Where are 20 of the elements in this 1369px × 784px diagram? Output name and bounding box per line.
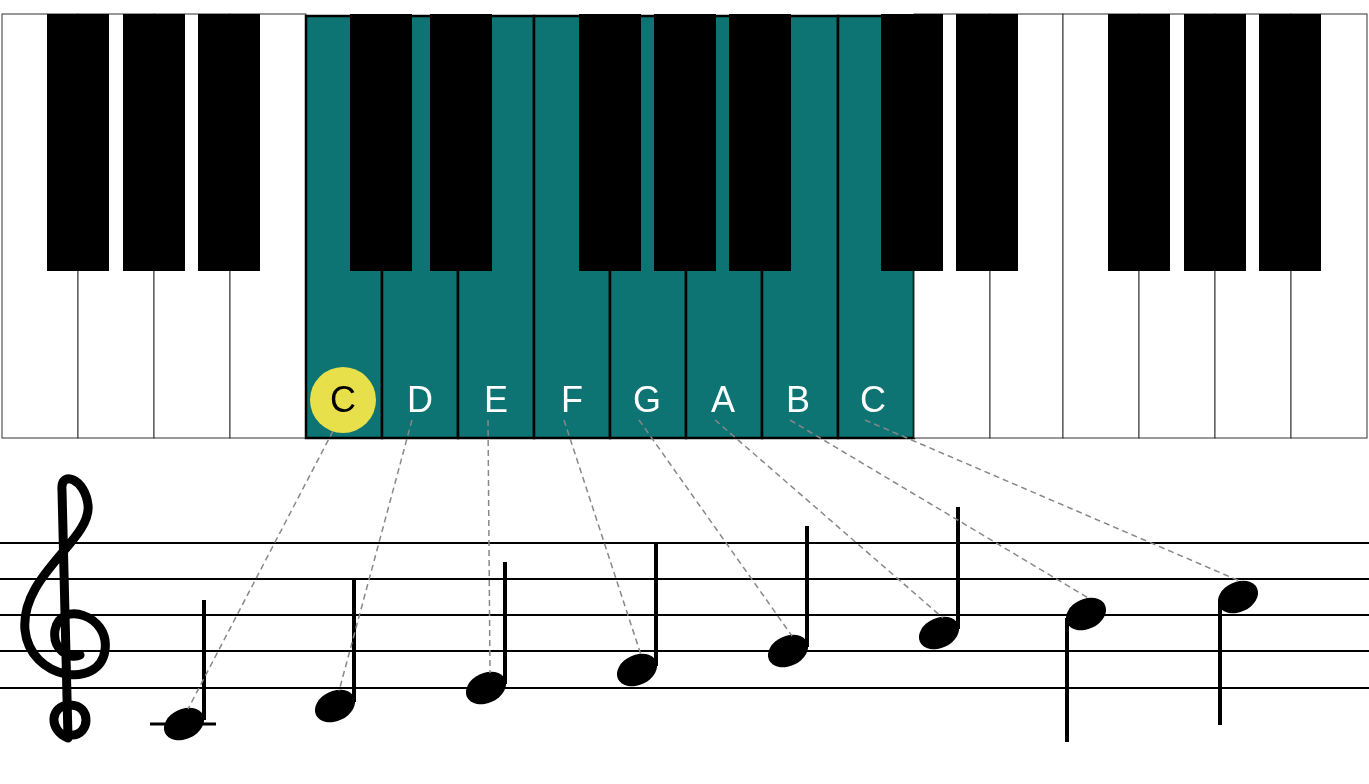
quarter-note: [768, 526, 809, 668]
quarter-note: [315, 580, 356, 723]
leader-line: [638, 419, 793, 637]
leader-line: [864, 419, 1243, 583]
quarter-note: [919, 507, 960, 650]
note-label: D: [398, 380, 442, 420]
quarter-note: [1218, 580, 1258, 725]
leader-line: [487, 419, 491, 674]
note-label: F: [550, 380, 594, 420]
note-label: B: [776, 380, 820, 420]
note-label: C: [851, 380, 895, 420]
quarter-note: [1065, 597, 1106, 742]
quarter-note: [466, 562, 507, 705]
note-label: G: [625, 380, 669, 420]
note-label: E: [474, 380, 518, 420]
note-label: A: [701, 380, 745, 420]
leader-line: [714, 419, 944, 619]
leader-line: [187, 430, 334, 710]
quarter-note: [164, 600, 206, 741]
quarter-note: [617, 544, 658, 687]
